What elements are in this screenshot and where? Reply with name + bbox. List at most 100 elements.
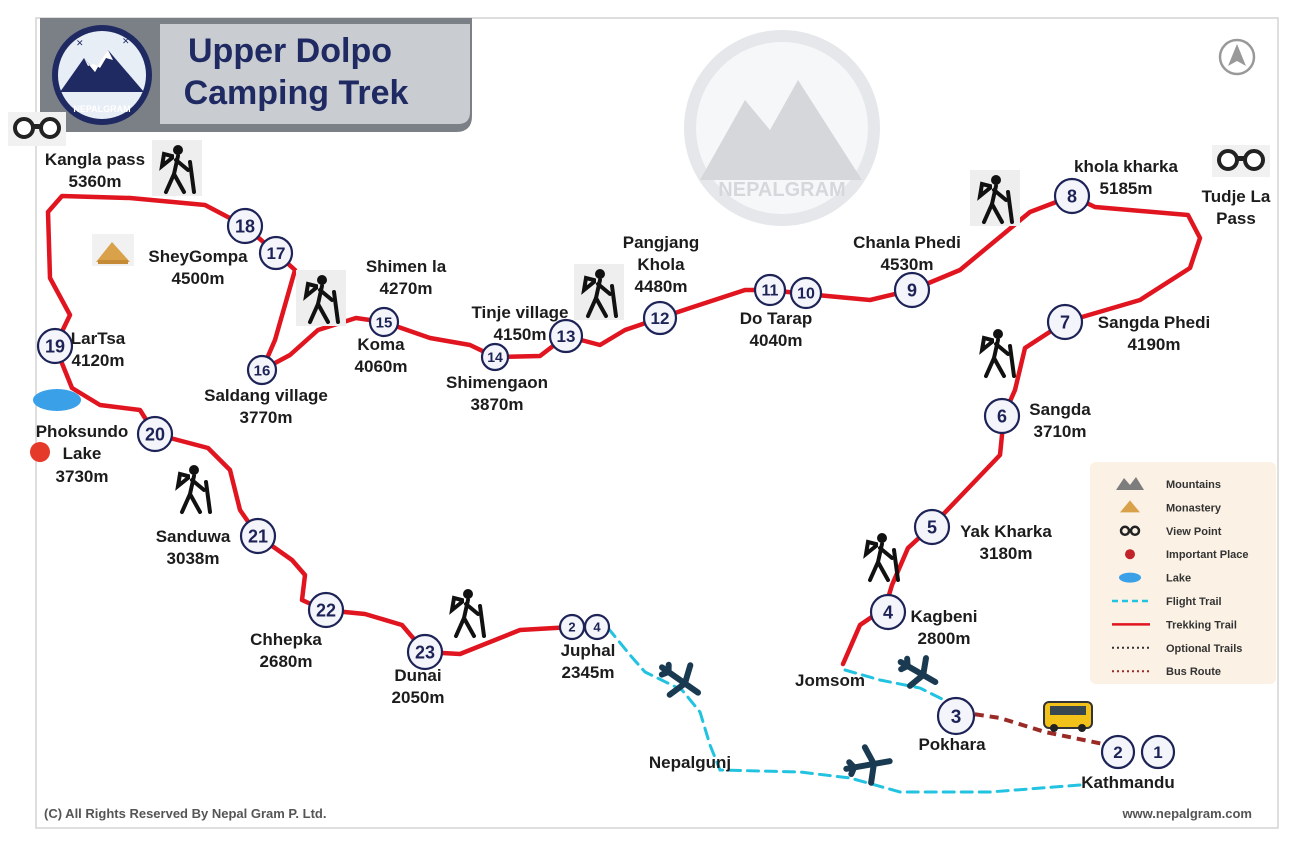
stop-circle bbox=[36, 327, 74, 365]
stop-marker: 20 bbox=[136, 415, 174, 453]
hiker-icon bbox=[979, 329, 1016, 378]
legend-label: Flight Trail bbox=[1166, 596, 1222, 608]
stop-circle bbox=[936, 696, 976, 736]
watermark-mountain-icon bbox=[700, 80, 862, 180]
monastery-icon bbox=[1120, 500, 1140, 513]
place-elevation: 4150m bbox=[494, 325, 547, 344]
place-name: Kagbeni bbox=[910, 607, 977, 626]
place-label: Jomsom bbox=[795, 671, 865, 690]
place-label: 4480m bbox=[635, 277, 688, 296]
stop-circle bbox=[307, 591, 345, 629]
place-elevation: 3730m bbox=[56, 467, 109, 486]
logo-text: NEPALGRAM bbox=[73, 104, 130, 114]
stop-circle bbox=[893, 271, 931, 309]
place-name: Kangla pass bbox=[45, 150, 145, 169]
place-label: 3730m bbox=[56, 467, 109, 486]
legend-label: Mountains bbox=[1166, 479, 1221, 491]
place-elevation: 2050m bbox=[392, 688, 445, 707]
stop-circle bbox=[480, 342, 510, 372]
stop-number: 2 bbox=[1113, 743, 1122, 762]
place-elevation: 3038m bbox=[167, 549, 220, 568]
stop-marker: 11 bbox=[753, 273, 787, 307]
stop-circle bbox=[983, 397, 1021, 435]
stop-number: 4 bbox=[883, 602, 893, 622]
place-label: Nepalgunj bbox=[649, 753, 731, 772]
legend-label: Important Place bbox=[1166, 549, 1249, 561]
stop-number: 22 bbox=[316, 600, 336, 620]
place-name: Shimen la bbox=[366, 257, 447, 276]
place-label: Kathmandu bbox=[1081, 773, 1175, 792]
nepalgram-logo: ✕ ✕ NEPALGRAM bbox=[52, 25, 152, 125]
place-name: Shimengaon bbox=[446, 373, 548, 392]
stop-number: 2 bbox=[568, 620, 575, 635]
legend-item: Lake bbox=[1119, 572, 1191, 585]
stop-number: 16 bbox=[254, 362, 271, 379]
stop-circle bbox=[239, 517, 277, 555]
stop-number: 14 bbox=[487, 349, 503, 365]
stop-circle bbox=[753, 273, 787, 307]
north-arrow-icon bbox=[1218, 38, 1256, 76]
stop-marker: 6 bbox=[983, 397, 1021, 435]
place-elevation: 3710m bbox=[1034, 422, 1087, 441]
stop-marker: 14 bbox=[480, 342, 510, 372]
stop-number: 13 bbox=[557, 327, 576, 346]
title-line-2: Camping Trek bbox=[184, 74, 409, 112]
legend-label: Trekking Trail bbox=[1166, 619, 1237, 631]
stop-marker: 5 bbox=[913, 508, 951, 546]
stop-marker: 4 bbox=[583, 613, 611, 641]
place-elevation: 4040m bbox=[750, 331, 803, 350]
place-elevation: 4190m bbox=[1128, 335, 1181, 354]
red-dot-icon bbox=[1125, 549, 1135, 560]
stop-number: 20 bbox=[145, 424, 165, 444]
place-name: Pokhara bbox=[918, 735, 986, 754]
place-label: Do Tarap 4040m bbox=[740, 309, 812, 350]
title-banner-inner bbox=[160, 24, 470, 124]
stop-circle bbox=[226, 207, 264, 245]
place-name: Do Tarap bbox=[740, 309, 812, 328]
stop-circle bbox=[1140, 734, 1176, 770]
place-elevation: 2800m bbox=[918, 629, 971, 648]
stop-circle bbox=[1100, 734, 1136, 770]
stop-number: 9 bbox=[907, 280, 917, 300]
hiker-icon bbox=[970, 170, 1020, 226]
svg-text:✕: ✕ bbox=[122, 36, 130, 46]
stop-marker: 3 bbox=[936, 696, 976, 736]
important-place-icon bbox=[30, 442, 50, 462]
place-name: khola kharka bbox=[1074, 157, 1178, 176]
place-elevation: 5360m bbox=[69, 172, 122, 191]
stop-marker: 23 bbox=[406, 633, 444, 671]
legend-item: Optional Trails bbox=[1112, 643, 1242, 655]
stop-marker: 13 bbox=[548, 318, 584, 354]
mountains-icon bbox=[1116, 477, 1144, 490]
flight-trail-juphal bbox=[570, 625, 1082, 794]
stop-number: 23 bbox=[415, 642, 435, 662]
stop-circle bbox=[1046, 303, 1084, 341]
legend-item: Bus Route bbox=[1112, 666, 1221, 678]
stop-circle bbox=[406, 633, 444, 671]
stop-circle bbox=[368, 306, 400, 338]
stop-marker: 17 bbox=[258, 235, 294, 271]
airplane-icon bbox=[843, 744, 893, 786]
binoculars-icon bbox=[1119, 525, 1141, 537]
stop-number: 4 bbox=[593, 620, 601, 635]
svg-text:✕: ✕ bbox=[76, 38, 84, 48]
stop-marker: 2 bbox=[1100, 734, 1136, 770]
stop-marker: 22 bbox=[307, 591, 345, 629]
stop-circle bbox=[136, 415, 174, 453]
stop-number: 10 bbox=[797, 286, 815, 303]
place-name: Sangda Phedi bbox=[1098, 313, 1210, 332]
lake-icon bbox=[1119, 572, 1141, 583]
stop-marker: 15 bbox=[368, 306, 400, 338]
legend-item: Mountains bbox=[1116, 477, 1221, 491]
bus-route bbox=[959, 710, 1109, 747]
watermark-text: NEPALGRAM bbox=[718, 179, 845, 201]
